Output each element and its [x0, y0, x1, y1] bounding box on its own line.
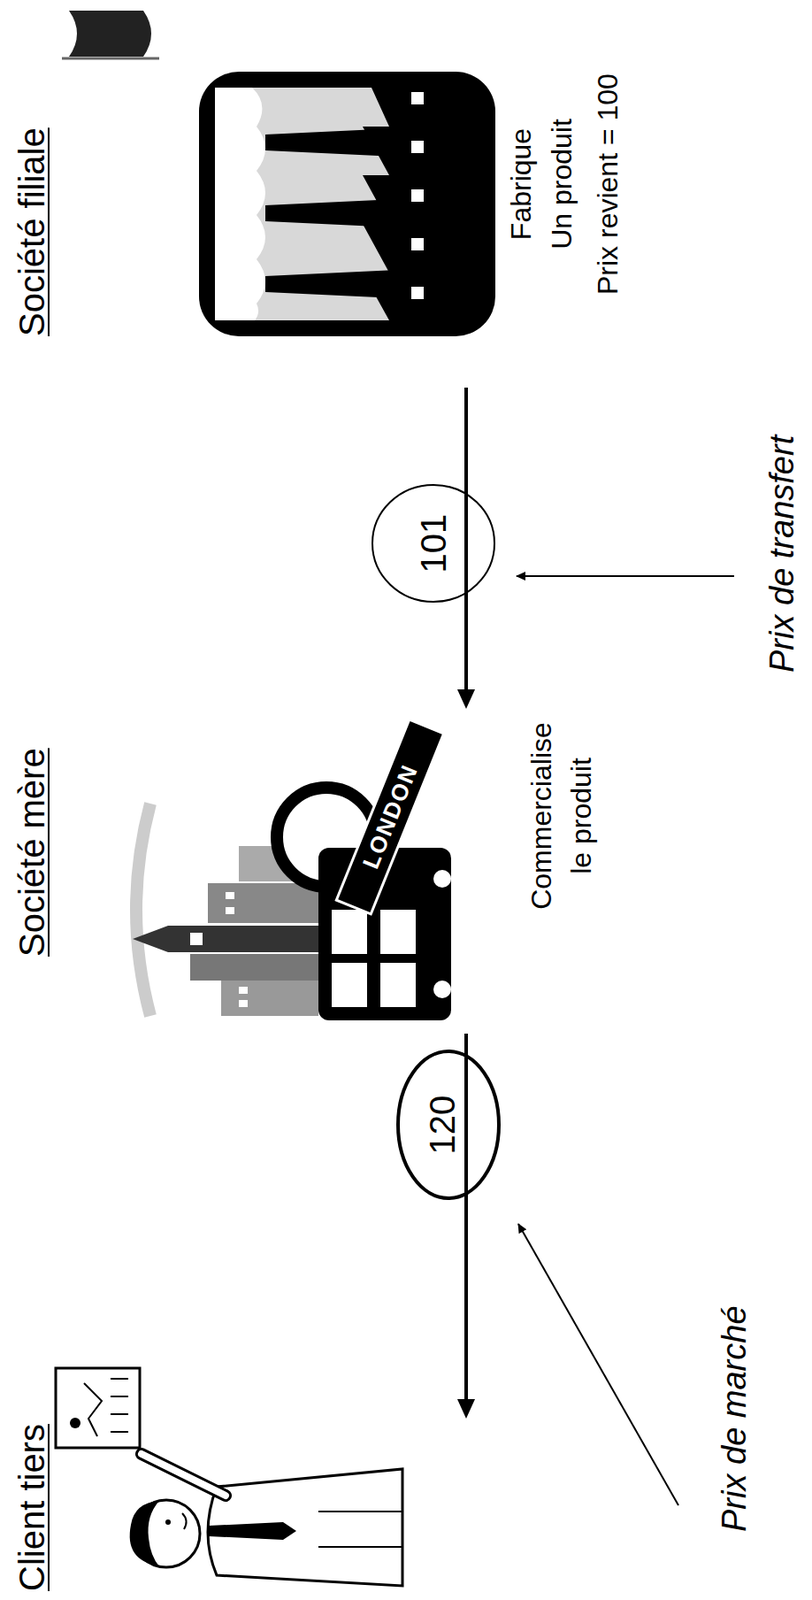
- node-title: Société mère: [10, 747, 54, 957]
- node-caption: Prix revient = 100: [590, 73, 625, 295]
- leader-arrow: [518, 1223, 679, 1505]
- flow-line: [464, 387, 468, 693]
- flow-line: [464, 1033, 468, 1402]
- subsidiary-box: Société filiale Fabrique Un produitPrix r…: [5, 51, 662, 388]
- price-label: 101: [413, 510, 453, 577]
- price-ellipse: [398, 1050, 499, 1198]
- annotation: Prix de marché: [714, 1304, 756, 1532]
- factory-icon: [61, 10, 496, 337]
- arrow-head: [457, 1398, 475, 1418]
- client-box: Client tiers: [5, 1417, 496, 1596]
- client-figure: [55, 1367, 403, 1586]
- node-caption: Commercialise le produit: [521, 713, 602, 918]
- node-caption: Fabrique Un produit: [500, 113, 583, 255]
- annotation: Prix de transfert: [762, 435, 804, 673]
- flow-arrow: [457, 387, 475, 709]
- node-title: Client tiers: [10, 1423, 54, 1591]
- london-icon: [132, 719, 452, 1020]
- price-ellipse: [372, 484, 495, 602]
- parent-company-box: Société mère Commercialise le produit: [5, 708, 627, 1034]
- price-label: 120: [422, 1091, 462, 1158]
- leader-arrow: [516, 574, 735, 577]
- sign-text: LONDON: [356, 760, 424, 874]
- arrow-head: [457, 689, 475, 709]
- node-title: Société filiale: [10, 127, 54, 337]
